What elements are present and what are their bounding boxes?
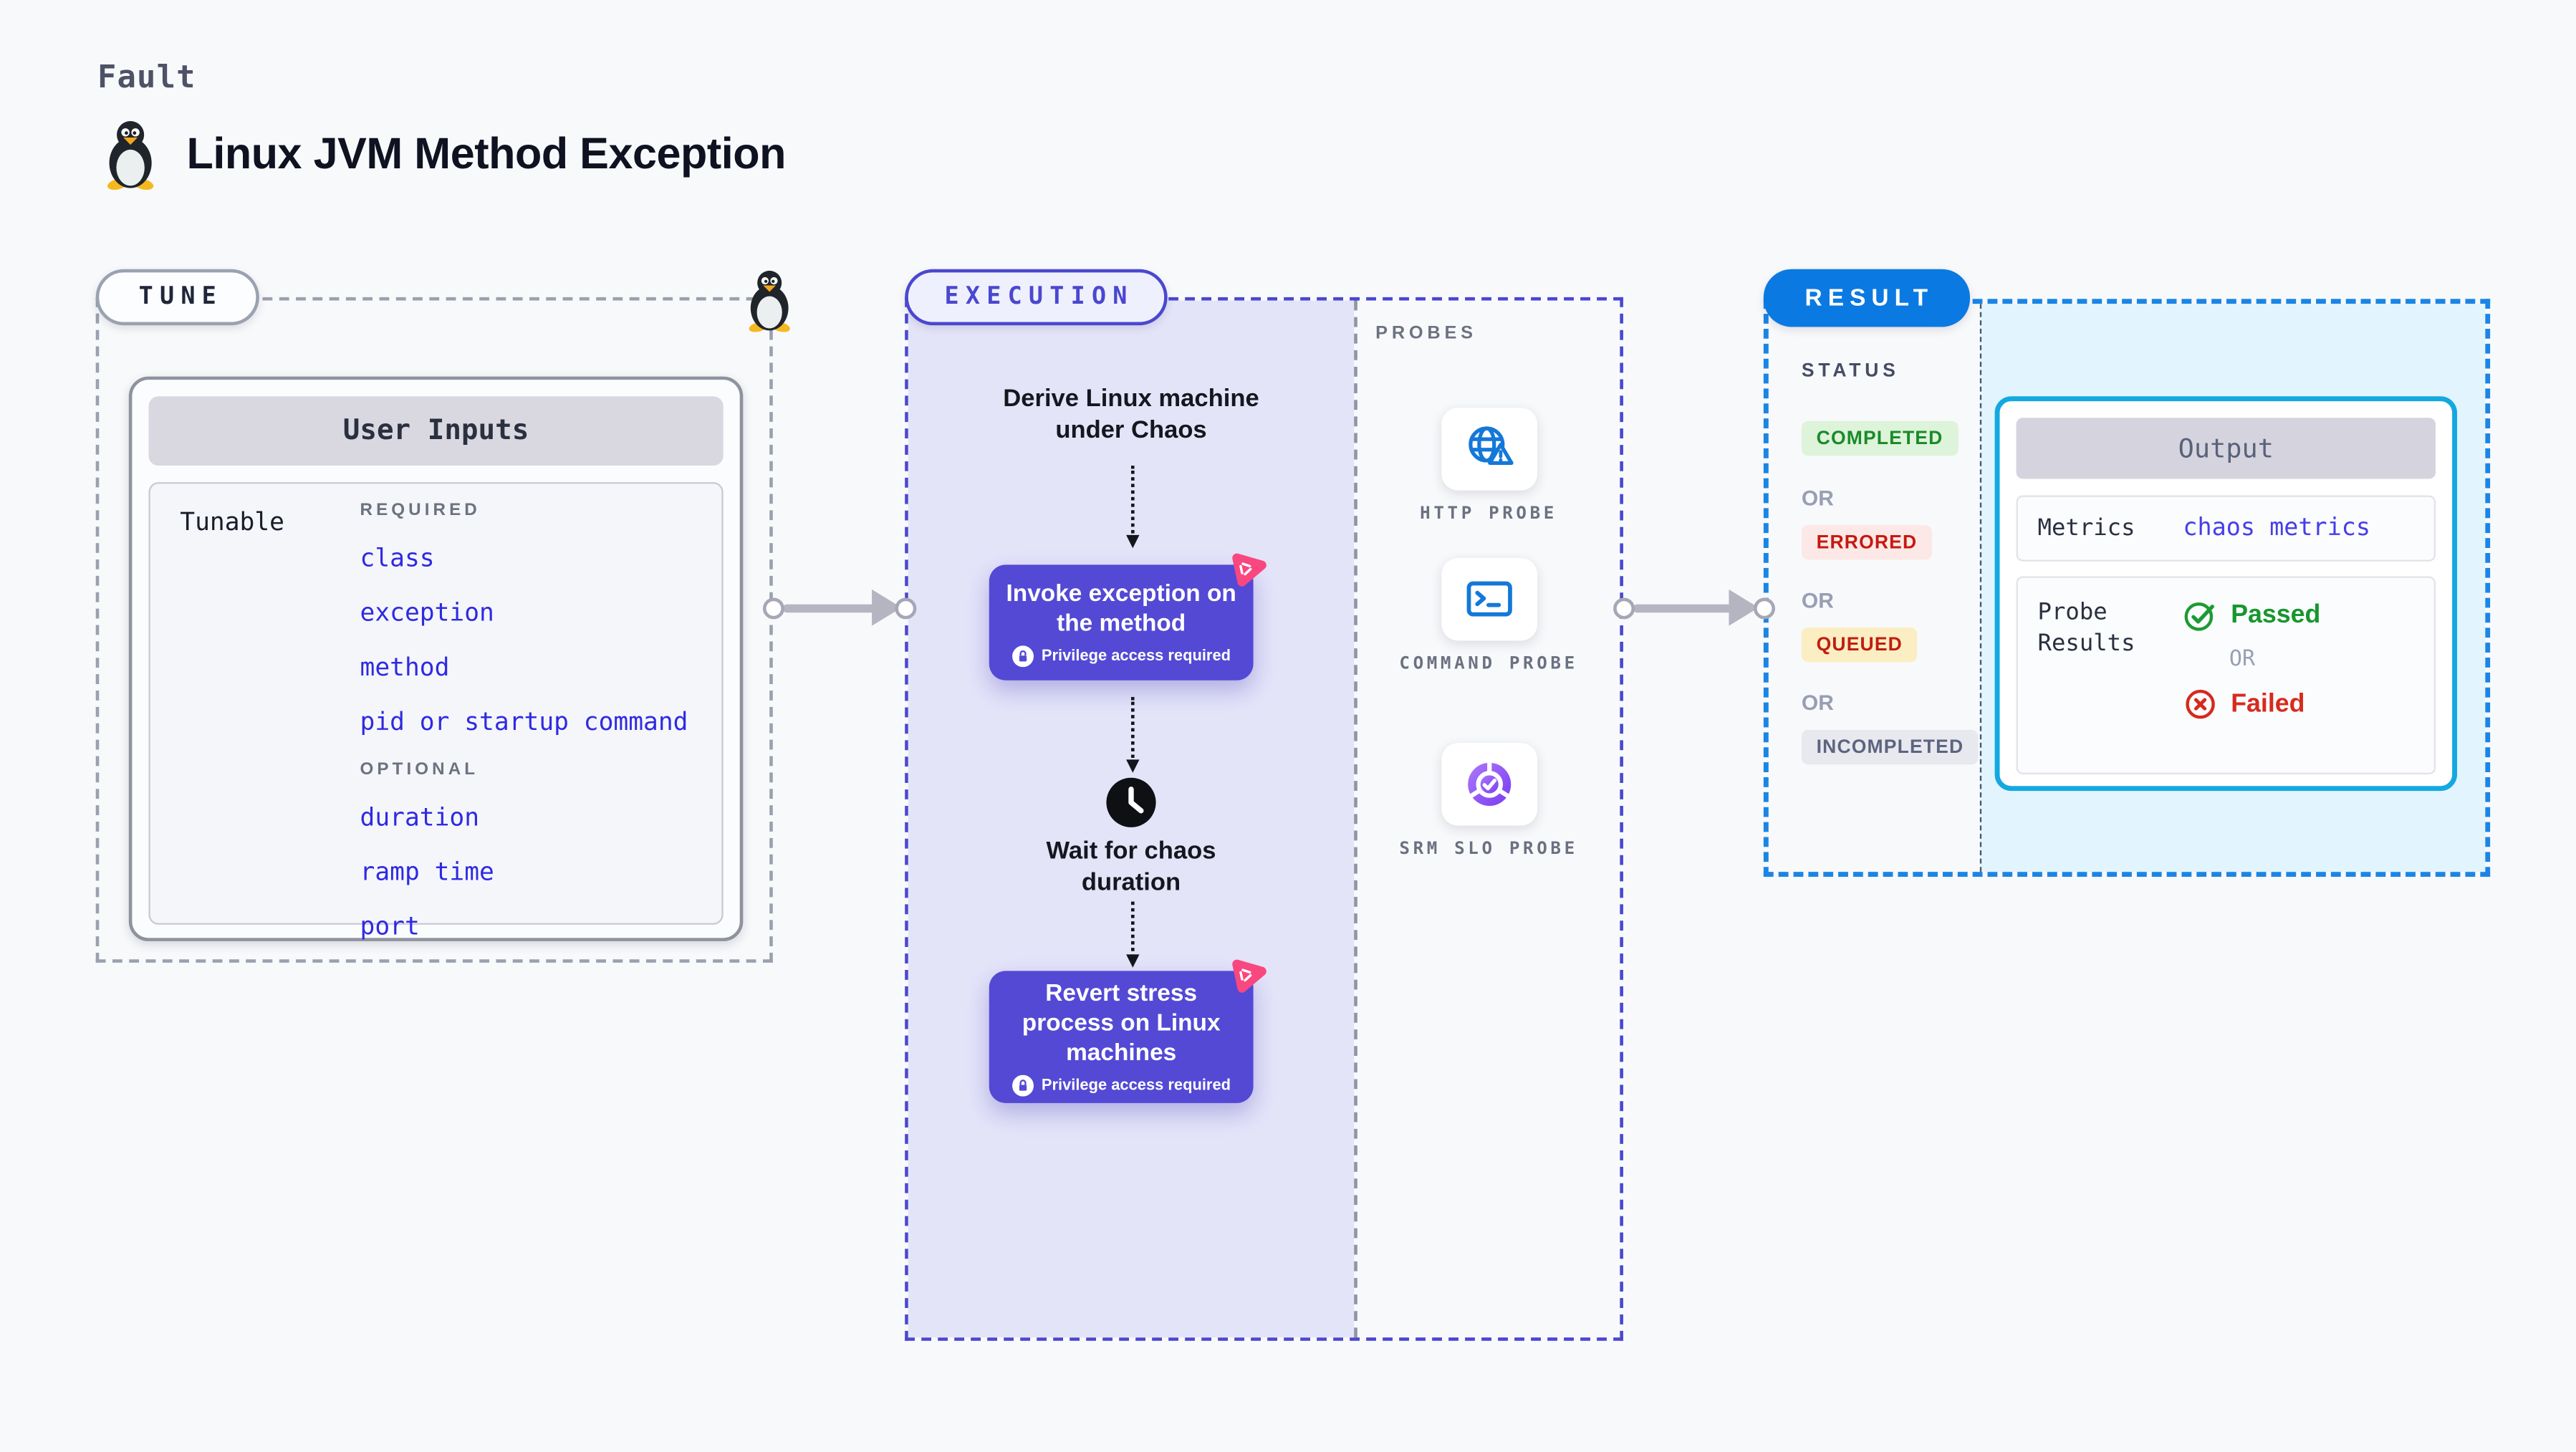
command-probe-card [1441, 558, 1537, 641]
connector-dot [761, 597, 784, 619]
probe-name: SRM SLO PROBE [1399, 839, 1578, 859]
or-label: OR [2229, 647, 2256, 673]
param-link-ramp-time[interactable]: ramp time [360, 857, 494, 887]
param-link-pid-or-startup-command[interactable]: pid or startup command [360, 706, 688, 737]
user-inputs-card: User Inputs Tunable REQUIRED class excep… [128, 376, 744, 941]
breadcrumb: Fault [97, 59, 196, 96]
failed-label: Failed [2231, 689, 2305, 718]
tunables-table: Tunable REQUIRED class exception method … [148, 482, 724, 941]
status-label: STATUS [1801, 361, 1900, 382]
status-badge-completed: COMPLETED [1801, 420, 1959, 456]
param-link-exception[interactable]: exception [360, 597, 494, 628]
probe-name: HTTP PROBE [1420, 504, 1557, 524]
tunable-row-label: Tunable [180, 506, 284, 537]
or-label: OR [1801, 485, 1834, 511]
param-link-duration[interactable]: duration [360, 802, 480, 832]
passed-line: Passed [2183, 597, 2320, 632]
metrics-label: Metrics [2037, 514, 2135, 541]
revert-stress-node: Revert stress process on Linux machines … [989, 959, 1267, 1103]
lock-icon [1011, 645, 1034, 667]
status-column: STATUS COMPLETED OR ERRORED OR QUEUED OR… [1769, 304, 1980, 872]
flow-arrow-down [1125, 696, 1139, 773]
passed-label: Passed [2231, 600, 2321, 629]
or-label: OR [1801, 587, 1834, 613]
tune-section [95, 297, 773, 963]
status-badge-queued: QUEUED [1801, 627, 1918, 663]
execution-section: Derive Linux machine under Chaos Invoke … [905, 297, 1623, 1341]
tunable-params-list: REQUIRED class exception method pid or s… [360, 500, 688, 944]
invoke-exception-node: Invoke exception on the method Privilege… [989, 553, 1267, 681]
probe-results-label: Probe Results [2037, 599, 2135, 658]
connector-dot [1612, 597, 1634, 619]
execution-badge: EXECUTION [905, 269, 1167, 326]
failed-line: Failed [2183, 687, 2320, 721]
terminal-icon [1466, 581, 1512, 617]
optional-group-label: OPTIONAL [360, 759, 479, 780]
output-header: Output [2016, 418, 2436, 479]
revert-step-label: Revert stress process on Linux machines [1022, 980, 1221, 1066]
output-card: Output Metrics chaos metrics Probe Resul… [1994, 396, 2458, 792]
http-probe-item: HTTP PROBE [1357, 408, 1620, 525]
flow-arrow-down [1125, 466, 1139, 549]
result-badge: RESULT [1763, 269, 1970, 327]
derive-step-label: Derive Linux machine under Chaos [1003, 385, 1259, 445]
chaos-icon [1232, 959, 1267, 993]
invoke-step-label: Invoke exception on the method [1006, 580, 1236, 637]
http-probe-card [1441, 408, 1537, 491]
slo-gauge-icon [1467, 762, 1511, 806]
chaos-metrics-link[interactable]: chaos metrics [2183, 515, 2371, 542]
x-circle-icon [2186, 689, 2215, 719]
probes-label: PROBES [1375, 323, 1477, 344]
chaos-icon [1232, 553, 1267, 587]
probe-results-row: Probe Results Passed OR Failed [2016, 576, 2436, 775]
check-circle-icon [2184, 602, 2214, 631]
status-badge-errored: ERRORED [1801, 525, 1933, 560]
flow-arrow-down [1125, 901, 1139, 968]
execution-flow-area: Derive Linux machine under Chaos Invoke … [908, 300, 1355, 1338]
page-title-row: Linux JVM Method Exception [99, 117, 786, 190]
wait-clock-icon [1105, 776, 1158, 837]
lock-icon [1011, 1074, 1034, 1096]
required-group-label: REQUIRED [360, 500, 481, 521]
globe-alert-icon [1468, 426, 1513, 465]
connector-dot [894, 597, 916, 619]
privilege-note: Privilege access required [1011, 645, 1231, 667]
probe-name: COMMAND PROBE [1399, 653, 1578, 674]
param-link-method[interactable]: method [360, 652, 450, 683]
tune-badge: TUNE [95, 269, 259, 326]
param-link-port[interactable]: port [360, 911, 420, 941]
wait-step-label: Wait for chaos duration [1046, 837, 1216, 897]
metrics-row: Metrics chaos metrics [2016, 495, 2436, 562]
srm-slo-probe-card [1441, 743, 1537, 826]
connector-dot [1752, 597, 1774, 619]
tux-penguin-icon [749, 270, 790, 332]
user-inputs-header: User Inputs [148, 396, 724, 466]
command-probe-item: COMMAND PROBE [1357, 558, 1620, 675]
status-badge-incompleted: INCOMPLETED [1801, 729, 1979, 765]
page-title: Linux JVM Method Exception [186, 128, 786, 178]
param-link-class[interactable]: class [360, 543, 435, 573]
privilege-note: Privilege access required [1011, 1074, 1231, 1096]
or-label: OR [1801, 690, 1834, 716]
probes-section: PROBES HTTP PROBE [1354, 300, 1620, 1338]
srm-slo-probe-item: SRM SLO PROBE [1357, 743, 1620, 860]
tux-penguin-icon [107, 121, 154, 190]
